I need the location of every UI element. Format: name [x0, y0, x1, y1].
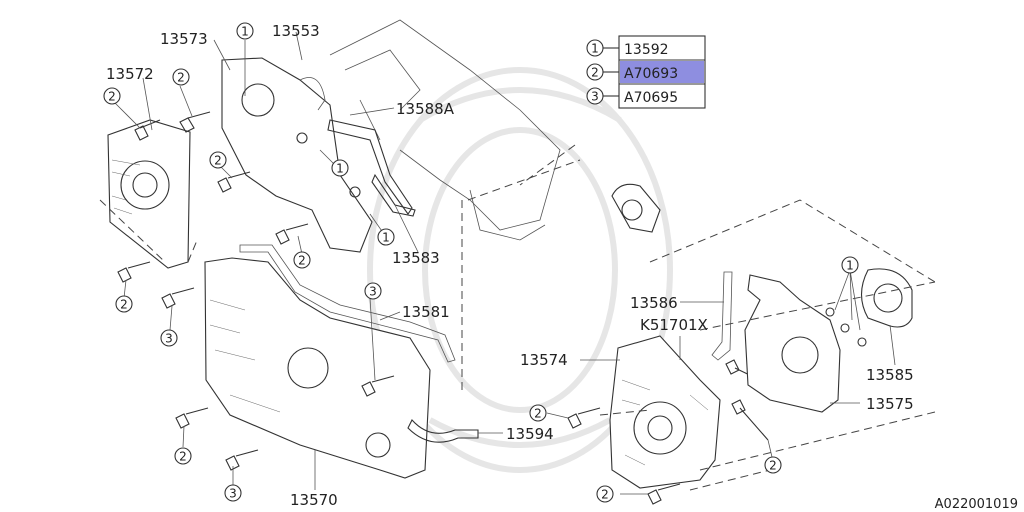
- legend-table: 1 13592 2 A70693 3 A70695: [586, 35, 706, 109]
- callout-2[interactable]: 2: [174, 447, 192, 465]
- callout-1[interactable]: 1: [236, 22, 254, 40]
- svg-text:3: 3: [369, 285, 377, 299]
- svg-text:2: 2: [214, 154, 222, 168]
- bolt-icon[interactable]: [117, 261, 151, 283]
- callout-1[interactable]: 1: [377, 228, 395, 246]
- svg-text:2: 2: [601, 488, 609, 502]
- bolt-icon[interactable]: [567, 407, 601, 429]
- bolt-icon[interactable]: [134, 119, 161, 141]
- lower-cover-13570[interactable]: [204, 257, 431, 479]
- svg-text:1: 1: [241, 25, 249, 39]
- left-cover-assembly: [107, 19, 561, 479]
- callout-2[interactable]: 2: [209, 151, 227, 169]
- svg-text:2: 2: [534, 407, 542, 421]
- part-label-13585[interactable]: 13585: [866, 366, 914, 384]
- belt-guide-13588a[interactable]: [327, 119, 413, 215]
- svg-text:A70693: A70693: [624, 66, 678, 82]
- part-label-13594[interactable]: 13594: [506, 425, 554, 443]
- callout-1[interactable]: 1: [841, 256, 859, 274]
- callout-2[interactable]: 2: [293, 251, 311, 269]
- callout-2[interactable]: 2: [115, 295, 133, 313]
- legend-row-2[interactable]: 2 A70693: [586, 61, 704, 83]
- callout-3[interactable]: 3: [160, 329, 178, 347]
- part-label-13573[interactable]: 13573: [160, 30, 208, 48]
- projection-lines: [99, 144, 936, 491]
- svg-text:2: 2: [769, 459, 777, 473]
- gasket-13581[interactable]: [239, 244, 456, 363]
- seal-13594[interactable]: [407, 419, 479, 443]
- rear-cover-plate-13573[interactable]: [221, 57, 373, 253]
- legend-row-1[interactable]: 1 13592: [586, 39, 669, 58]
- callout-2[interactable]: 2: [172, 68, 190, 86]
- callout-3[interactable]: 3: [364, 282, 382, 300]
- part-label-13572[interactable]: 13572: [106, 65, 154, 83]
- right-cover-assembly: [609, 183, 913, 489]
- part-label-13553[interactable]: 13553: [272, 22, 320, 40]
- svg-text:2: 2: [177, 71, 185, 85]
- callout-3[interactable]: 3: [224, 484, 242, 502]
- svg-text:13592: 13592: [624, 42, 669, 58]
- part-label-13570[interactable]: 13570: [290, 491, 338, 509]
- legend-highlight: [620, 61, 704, 83]
- diagram-id: A022001019: [935, 497, 1018, 512]
- part-label-13583[interactable]: 13583: [392, 249, 440, 267]
- svg-text:1: 1: [382, 231, 390, 245]
- svg-text:2: 2: [179, 450, 187, 464]
- callout-2[interactable]: 2: [764, 456, 782, 474]
- svg-text:1: 1: [846, 259, 854, 273]
- svg-text:2: 2: [298, 254, 306, 268]
- legend-row-3[interactable]: 3 A70695: [586, 87, 678, 106]
- svg-text:2: 2: [108, 90, 116, 104]
- part-label-13581[interactable]: 13581: [402, 303, 450, 321]
- part-label-k51701x[interactable]: K51701X: [640, 316, 708, 334]
- svg-text:3: 3: [165, 332, 173, 346]
- bolt-icon[interactable]: [275, 223, 309, 245]
- svg-text:A70695: A70695: [624, 90, 678, 106]
- bolt-icon[interactable]: [731, 399, 769, 441]
- gasket-13585[interactable]: [860, 268, 913, 328]
- bolt-icon[interactable]: [179, 111, 211, 133]
- leader-lines: [113, 31, 896, 495]
- bolt-icon[interactable]: [217, 171, 251, 193]
- bolt-icon[interactable]: [225, 449, 259, 471]
- part-label-13586[interactable]: 13586: [630, 294, 678, 312]
- callout-2[interactable]: 2: [596, 485, 614, 503]
- callout-2[interactable]: 2: [103, 87, 121, 105]
- svg-text:1: 1: [591, 42, 599, 56]
- part-label-13588a[interactable]: 13588A: [396, 100, 455, 118]
- tensioner-pulley[interactable]: [611, 183, 661, 233]
- rear-plate-13575[interactable]: [744, 274, 841, 413]
- svg-text:1: 1: [336, 162, 344, 176]
- svg-text:3: 3: [591, 90, 599, 104]
- part-label-13574[interactable]: 13574: [520, 351, 568, 369]
- bolt-icon[interactable]: [175, 407, 209, 429]
- bolt-icon[interactable]: [647, 483, 681, 505]
- watermark: [367, 67, 673, 473]
- svg-text:3: 3: [229, 487, 237, 501]
- part-label-13575[interactable]: 13575: [866, 395, 914, 413]
- callout-2[interactable]: 2: [529, 404, 547, 422]
- part-number-labels: 13573 13553 13572 13588A 13583 13581 135…: [106, 22, 914, 509]
- svg-text:2: 2: [120, 298, 128, 312]
- callout-1[interactable]: 1: [331, 159, 349, 177]
- bolt-icon[interactable]: [161, 287, 195, 309]
- callouts: 1 1 1 1 2 2 2 2 2 2 2 2 2 3 3 3: [103, 22, 859, 503]
- left-front-cover-13572[interactable]: [107, 119, 191, 269]
- gasket-13586[interactable]: [711, 271, 733, 361]
- bolt-icon[interactable]: [361, 375, 395, 397]
- svg-text:2: 2: [591, 66, 599, 80]
